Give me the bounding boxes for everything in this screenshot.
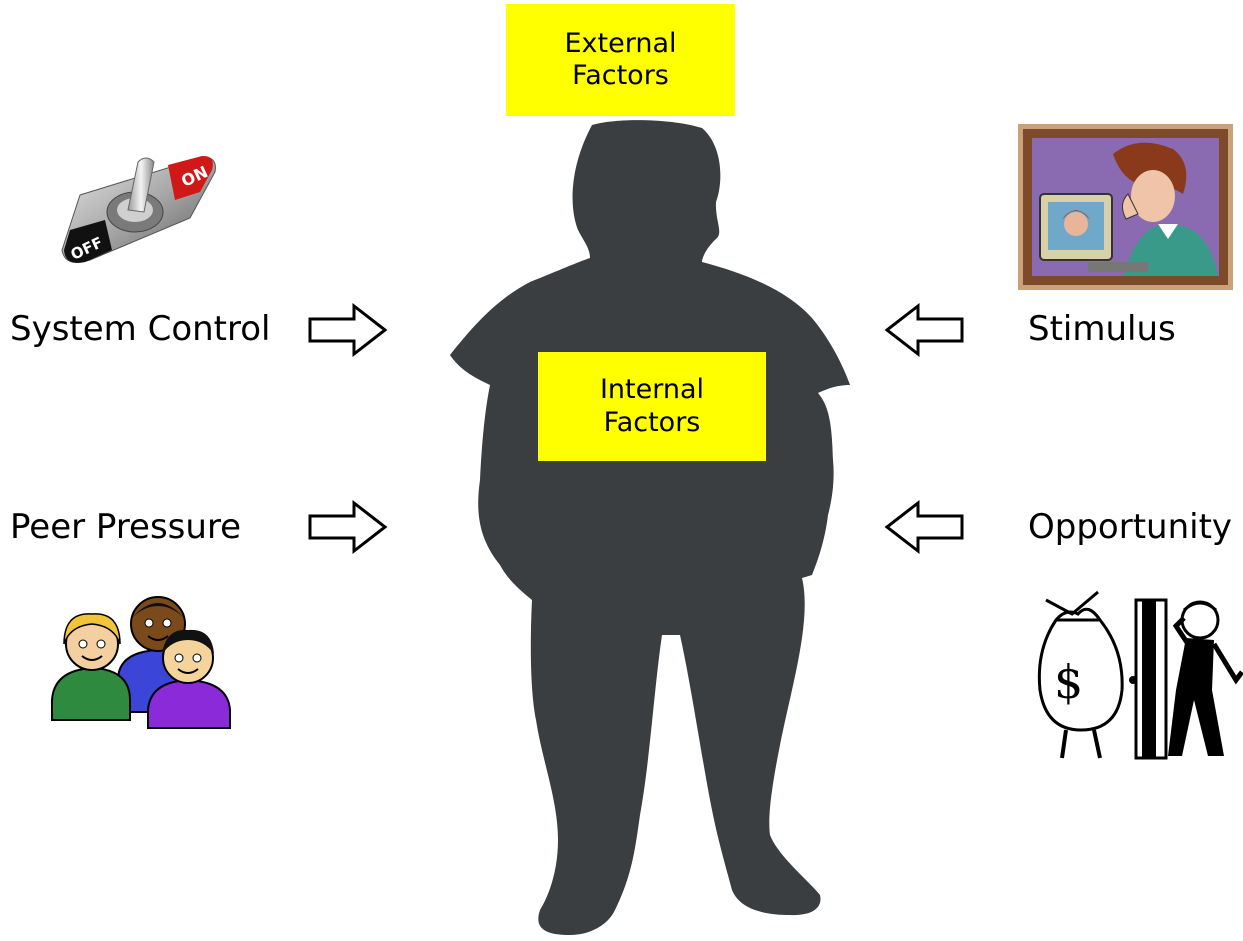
peer-pressure-label: Peer Pressure	[10, 507, 242, 547]
external-factors-box: External Factors	[506, 4, 735, 116]
toggle-switch-icon: ON OFF	[61, 155, 216, 264]
money-bag-door-icon: $	[1037, 590, 1243, 760]
internal-factors-line1: Internal	[599, 374, 705, 406]
system-control-label: System Control	[10, 309, 271, 349]
stimulus-label: Stimulus	[1028, 309, 1176, 349]
whispering-woman-computer-icon	[1018, 124, 1233, 290]
person-silhouette-icon	[450, 120, 850, 936]
left-arrow-icon	[884, 302, 964, 358]
right-arrow-icon	[308, 302, 388, 358]
external-factors-line1: External	[564, 27, 677, 59]
external-factors-line2: Factors	[572, 60, 669, 91]
left-arrow-icon	[884, 499, 964, 555]
internal-factors-line2: Factors	[603, 406, 701, 438]
people-group-icon	[51, 596, 231, 729]
right-arrow-icon	[308, 499, 388, 555]
internal-factors-box: Internal Factors	[538, 352, 766, 461]
opportunity-label: Opportunity	[1028, 507, 1233, 547]
money-bag-dollar-text: $	[1054, 655, 1083, 709]
